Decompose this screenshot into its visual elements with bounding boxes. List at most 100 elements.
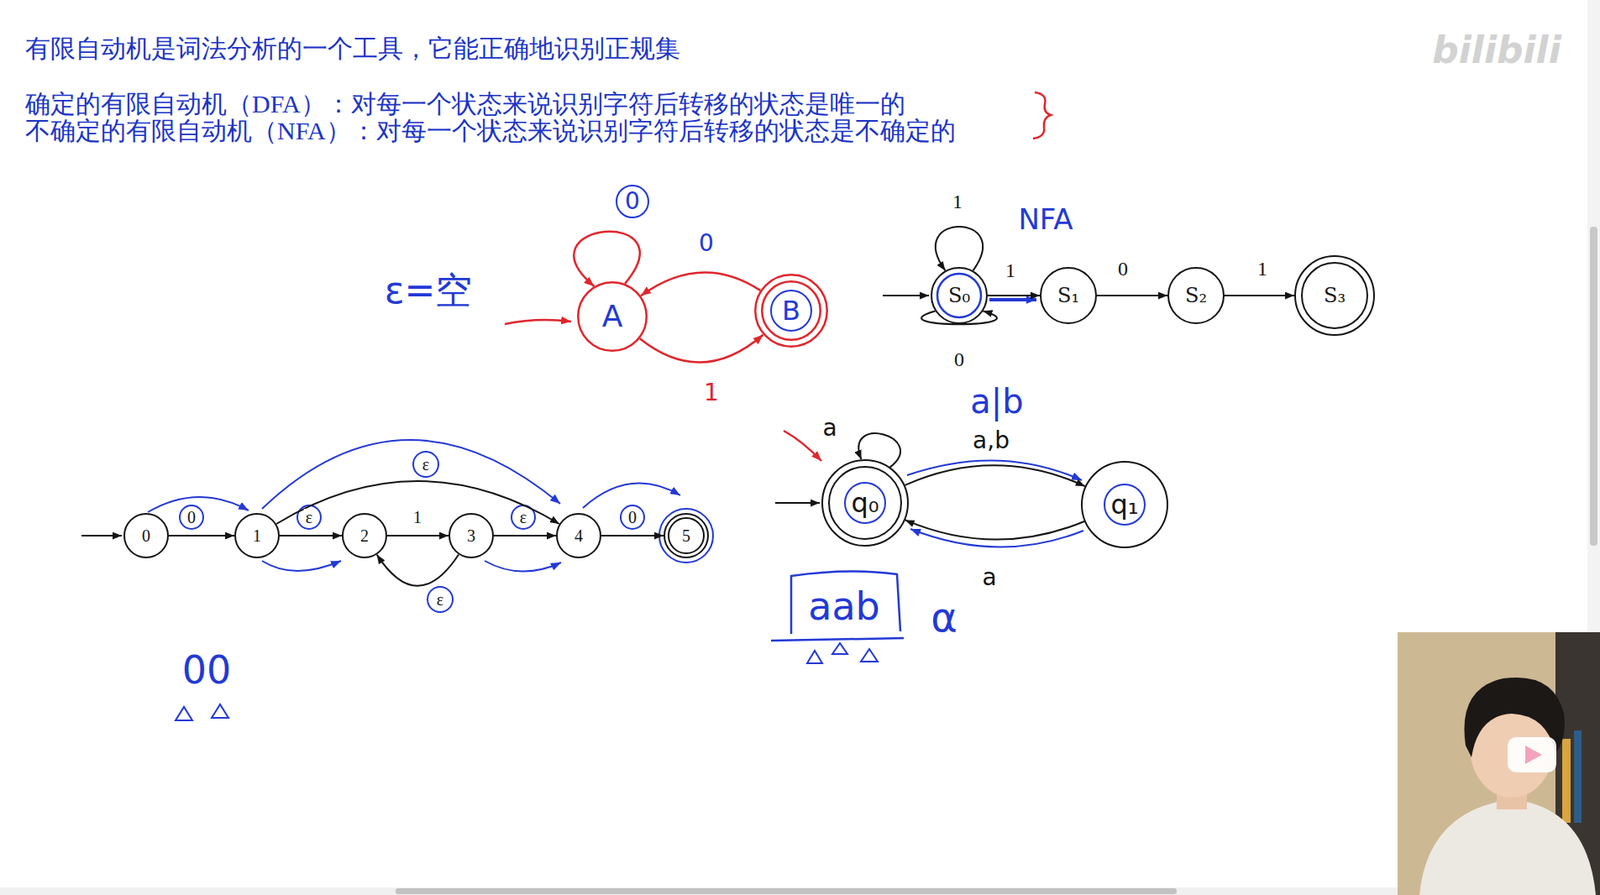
ink-arrow	[989, 298, 1037, 302]
ink-circle	[1104, 484, 1145, 525]
transition-label: 0	[697, 231, 716, 256]
transition-label: 0	[626, 508, 639, 526]
accept-ring	[761, 281, 821, 341]
transition-arrow	[905, 465, 1086, 487]
transition-arrow	[377, 555, 459, 587]
state-border	[931, 267, 987, 324]
state-name: B	[781, 297, 801, 325]
state-circle: q₀	[821, 459, 909, 547]
transition-arrow	[279, 535, 342, 537]
transition-label: 0	[952, 349, 966, 370]
state-border	[1295, 256, 1375, 336]
state-name: S₂	[1185, 285, 1207, 306]
state-border	[556, 514, 601, 558]
state-circle: S₀	[930, 267, 988, 325]
state-border	[664, 514, 709, 558]
scrollbar-thumb	[395, 888, 1177, 895]
transition-label: ε	[304, 508, 315, 526]
book	[1562, 739, 1571, 824]
start-arrow	[81, 535, 122, 537]
transition-label: 0	[1116, 258, 1130, 279]
transition-label: a	[980, 566, 998, 590]
ink-circle	[427, 587, 453, 613]
state-circle: 0	[123, 513, 169, 559]
state-border	[235, 514, 279, 558]
transition-label: 1	[1255, 258, 1270, 279]
transition-label: ε	[420, 456, 431, 473]
definition-text: 确定的有限自动机（DFA）：对每一个状态来说识别字符后转移的状态是唯一的	[25, 89, 906, 118]
transition-arrow	[493, 535, 557, 537]
transition-arrow	[601, 535, 664, 537]
state-border	[124, 514, 168, 558]
transition-arrow	[987, 294, 1040, 297]
accept-ring	[668, 518, 704, 554]
play-icon	[1525, 745, 1543, 765]
ink-circle	[413, 451, 439, 478]
ink-arrow	[147, 497, 249, 513]
brace	[1033, 92, 1051, 139]
definition-text: 不确定的有限自动机（NFA）：对每一个状态来说识别字符后转移的状态是不确定的	[25, 116, 956, 145]
start-arrow	[775, 502, 820, 504]
transition-label: 0	[185, 508, 198, 526]
state-name: A	[602, 301, 624, 332]
state-circle: S₂	[1167, 267, 1225, 325]
state-name: 4	[574, 527, 583, 545]
ink-triangle	[807, 650, 823, 664]
ink-arrow	[582, 483, 681, 509]
transition-label: a,b	[970, 429, 1012, 453]
accept-ring	[1301, 262, 1368, 329]
transition-label: 1	[950, 191, 965, 212]
transition-arrow	[168, 535, 235, 537]
transition-label: 0	[623, 189, 642, 214]
start-arrow	[882, 294, 929, 297]
state-circle: S₃	[1294, 255, 1375, 336]
handwritten-note: α	[930, 595, 958, 640]
ink-arrow	[484, 561, 562, 572]
handwritten-note: NFA	[1017, 204, 1073, 236]
state-circle: 1	[234, 513, 280, 559]
state-circle: q₁	[1080, 461, 1169, 549]
transition-arrow	[640, 335, 764, 363]
transition-label: ε	[518, 508, 529, 526]
scrollbar-thumb	[1589, 226, 1598, 546]
scrollbar-track	[1587, 0, 1600, 633]
transition-label: 1	[702, 381, 721, 405]
state-name: 5	[681, 527, 691, 545]
ink-circle	[179, 505, 204, 530]
handwritten-note: aab	[807, 585, 881, 629]
accept-ring	[828, 466, 902, 540]
state-circle: A	[577, 281, 648, 352]
state-circle: B	[754, 273, 829, 348]
transition-label: 1	[1003, 260, 1018, 281]
state-circle: S₁	[1039, 267, 1097, 325]
ink-arrow	[907, 460, 1082, 481]
book	[1573, 730, 1582, 824]
state-name: 3	[466, 527, 476, 545]
handwritten-note: a|b	[970, 382, 1023, 420]
transition-label: a	[820, 416, 839, 441]
transition-arrow	[640, 272, 761, 296]
transition-arrow	[573, 231, 640, 287]
transition-arrow	[935, 226, 983, 271]
watermark: bilibili	[1432, 30, 1561, 71]
transition-label: 1	[411, 508, 424, 526]
handwritten-note: 00	[182, 649, 232, 693]
transition-label: ε	[435, 591, 446, 609]
ink-underline	[771, 638, 904, 641]
transition-arrow	[905, 519, 1085, 540]
transition-arrow	[1096, 294, 1168, 297]
state-circle: 4	[556, 513, 602, 559]
ink-arrow	[262, 561, 341, 572]
webcam-background	[1397, 632, 1600, 895]
state-name: 1	[252, 527, 262, 545]
ink-triangle	[832, 643, 848, 655]
state-name: 2	[360, 527, 369, 545]
state-circle: 3	[448, 513, 494, 559]
person-shirt	[1419, 799, 1596, 895]
ink-circle	[659, 508, 714, 563]
handwritten-note: ε=空	[384, 270, 473, 311]
state-border	[1040, 267, 1097, 324]
transition-arrow	[1224, 294, 1295, 297]
start-arrow	[504, 320, 572, 325]
